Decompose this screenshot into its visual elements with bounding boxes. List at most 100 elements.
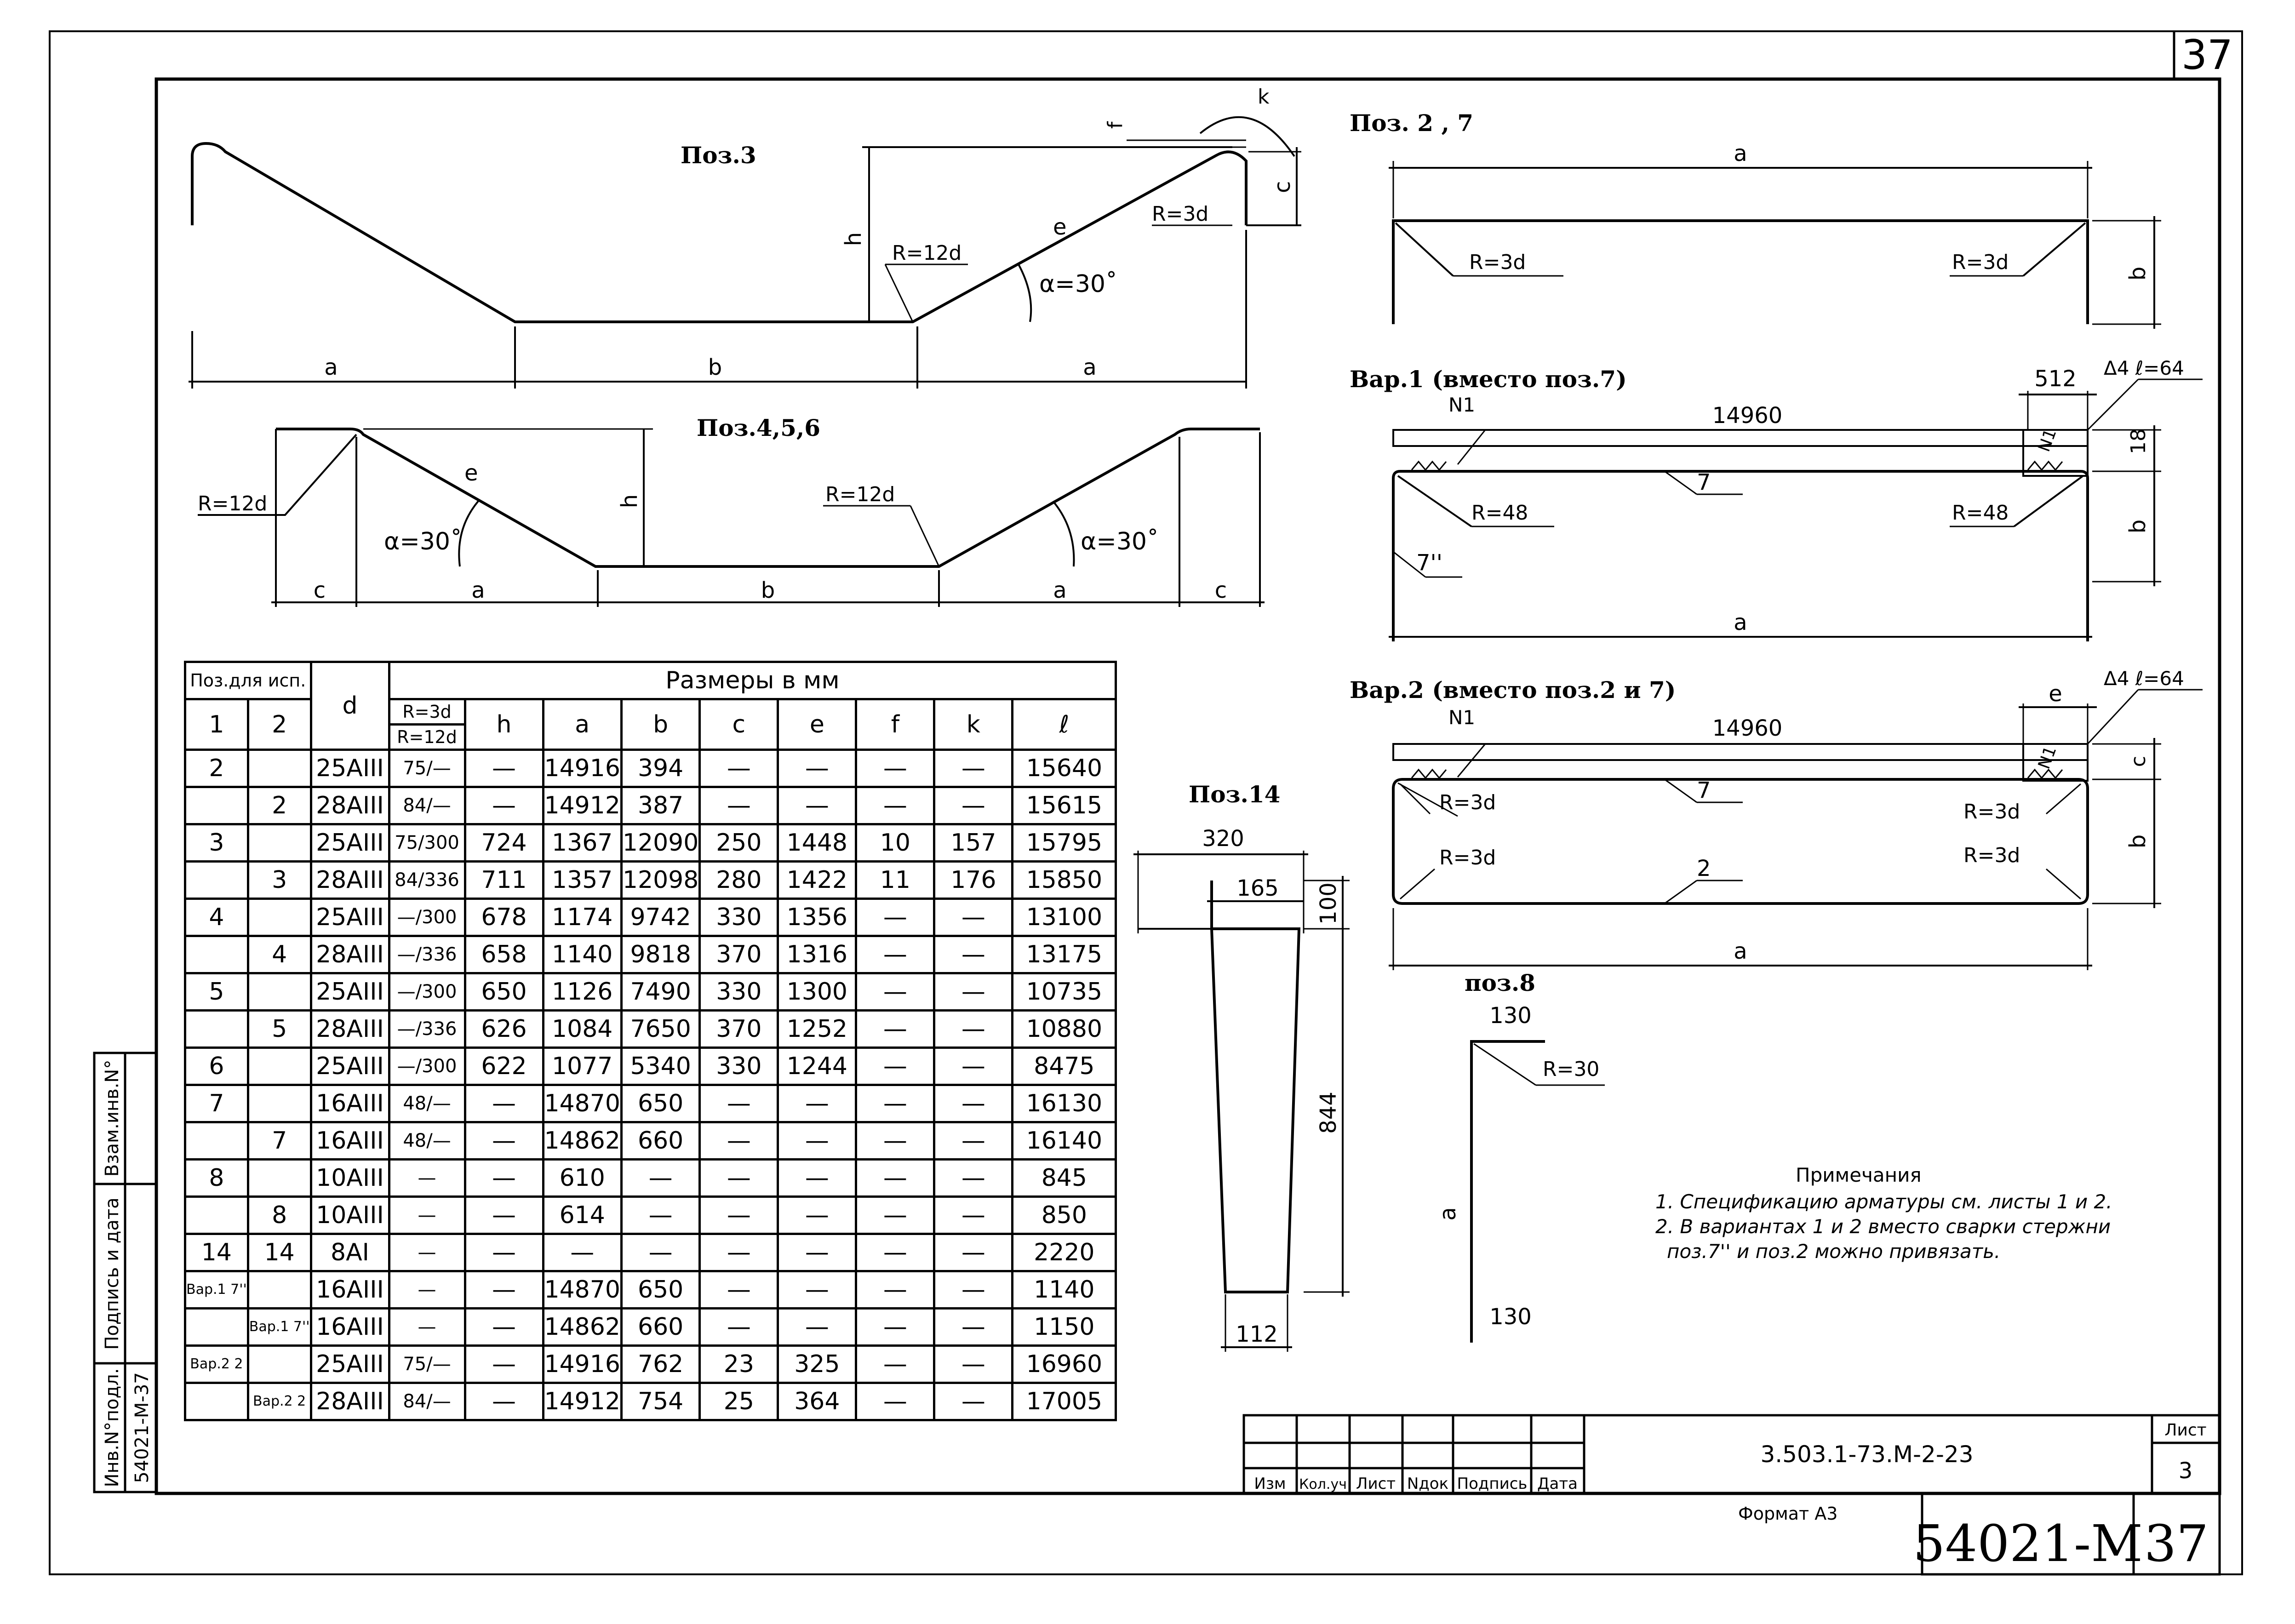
table-cell: — xyxy=(933,1270,1014,1309)
var1-r-right: R=48 xyxy=(1952,501,2009,525)
table-cell: — xyxy=(464,1344,544,1384)
var1-length: 14960 xyxy=(1712,403,1783,429)
table-cell: 2220 xyxy=(1011,1233,1117,1272)
table-cell: — xyxy=(933,1195,1014,1235)
table-cell: 610 xyxy=(542,1158,623,1198)
table-cell: 9742 xyxy=(620,898,701,937)
table-cell: 10AIII xyxy=(309,1158,390,1198)
table-cell: 330 xyxy=(698,898,779,937)
side-podpis: Подпись и дата xyxy=(102,1197,123,1350)
table-cell: Вар.1 7'' xyxy=(246,1307,312,1347)
var1-d18: 18 xyxy=(2127,429,2150,454)
table-cell: 75/— xyxy=(388,749,466,788)
var2-r3: R=3d xyxy=(1439,846,1496,869)
table-cell: — xyxy=(933,898,1014,937)
table-cell: — xyxy=(620,1158,701,1198)
pos456-dim-c-right: c xyxy=(1215,578,1227,603)
table-cell: — xyxy=(855,1121,936,1161)
table-cell: — xyxy=(698,786,779,825)
table-cell: — xyxy=(464,1121,544,1161)
th-c: c xyxy=(698,698,779,751)
tb-col-list: Лист xyxy=(1356,1475,1396,1493)
table-cell: 622 xyxy=(464,1046,544,1086)
var1-n1: N1 xyxy=(1448,394,1475,416)
th-e: e xyxy=(777,698,858,751)
table-cell: 75/— xyxy=(388,1344,466,1384)
table-cell: 9818 xyxy=(620,935,701,974)
table-cell: 25AIII xyxy=(309,1344,390,1384)
table-cell: 3 xyxy=(184,823,249,863)
pos456-dim-a-right: a xyxy=(1053,578,1066,603)
table-cell: 387 xyxy=(620,786,701,825)
spec-table: Поз.для исп. d Размеры в мм 1 2 R=3d h a… xyxy=(184,661,1117,1421)
pos8-top: 130 xyxy=(1489,1003,1532,1029)
var2-bar2: 2 xyxy=(1697,856,1711,881)
table-cell: 5 xyxy=(184,972,249,1012)
table-cell: 1150 xyxy=(1011,1307,1117,1347)
table-cell: 4 xyxy=(246,935,312,974)
table-cell: — xyxy=(933,1344,1014,1384)
table-cell: 678 xyxy=(464,898,544,937)
table-cell: 12098 xyxy=(620,860,701,900)
table-cell: — xyxy=(933,1158,1014,1198)
table-cell: — xyxy=(698,1233,779,1272)
table-cell: 280 xyxy=(698,860,779,900)
table-cell: 1084 xyxy=(542,1009,623,1049)
table-cell: — xyxy=(777,1270,858,1309)
var2-length: 14960 xyxy=(1712,715,1783,741)
table-cell xyxy=(184,1121,249,1161)
table-cell: — xyxy=(464,1084,544,1123)
table-cell: — xyxy=(464,1270,544,1309)
pos27-drawing xyxy=(1389,161,2161,329)
table-cell: 711 xyxy=(464,860,544,900)
table-cell: — xyxy=(388,1233,466,1272)
table-cell: 660 xyxy=(620,1121,701,1161)
tb-code: 3.503.1-73.М-2-23 xyxy=(1760,1441,1973,1468)
table-cell: 8475 xyxy=(1011,1046,1117,1086)
table-cell xyxy=(184,860,249,900)
table-cell xyxy=(184,1009,249,1049)
notes-title: Примечания xyxy=(1796,1164,1922,1186)
table-cell xyxy=(246,972,312,1012)
table-cell: 25AIII xyxy=(309,823,390,863)
table-cell: —/300 xyxy=(388,972,466,1012)
table-cell: 15615 xyxy=(1011,786,1117,825)
table-cell: 250 xyxy=(698,823,779,863)
var1-bar7pp: 7'' xyxy=(1416,550,1442,576)
table-cell: 13175 xyxy=(1011,935,1117,974)
table-cell: 8 xyxy=(246,1195,312,1235)
table-cell: 650 xyxy=(620,1270,701,1309)
table-cell: 14870 xyxy=(542,1270,623,1309)
table-cell: 14 xyxy=(246,1233,312,1272)
table-cell: 17005 xyxy=(1011,1382,1117,1421)
var1-bar7: 7 xyxy=(1697,469,1711,495)
table-cell: — xyxy=(933,1009,1014,1049)
th-b: b xyxy=(620,698,701,751)
table-cell: 157 xyxy=(933,823,1014,863)
table-cell: — xyxy=(855,1158,936,1198)
table-cell: 4 xyxy=(184,898,249,937)
var2-bar7: 7 xyxy=(1697,778,1711,803)
table-cell: 3 xyxy=(246,860,312,900)
table-cell: — xyxy=(388,1307,466,1347)
var2-weld: Δ4 ℓ=64 xyxy=(2104,667,2184,690)
table-cell: Вар.2 2 xyxy=(184,1344,249,1384)
table-cell: — xyxy=(464,1307,544,1347)
table-cell: 330 xyxy=(698,972,779,1012)
table-cell: 16AIII xyxy=(309,1121,390,1161)
table-cell: 7650 xyxy=(620,1009,701,1049)
pos14-drawing xyxy=(1133,851,1350,1352)
var1-title: Вар.1 (вместо поз.7) xyxy=(1350,366,1627,393)
table-cell: 370 xyxy=(698,1009,779,1049)
pos456-r12d-right: R=12d xyxy=(825,483,895,506)
pos14-h844: 844 xyxy=(1316,1092,1341,1134)
table-cell: — xyxy=(464,1233,544,1272)
side-stamp xyxy=(93,1052,158,1493)
th-d: d xyxy=(309,661,390,751)
pos14-w112: 112 xyxy=(1236,1321,1278,1347)
